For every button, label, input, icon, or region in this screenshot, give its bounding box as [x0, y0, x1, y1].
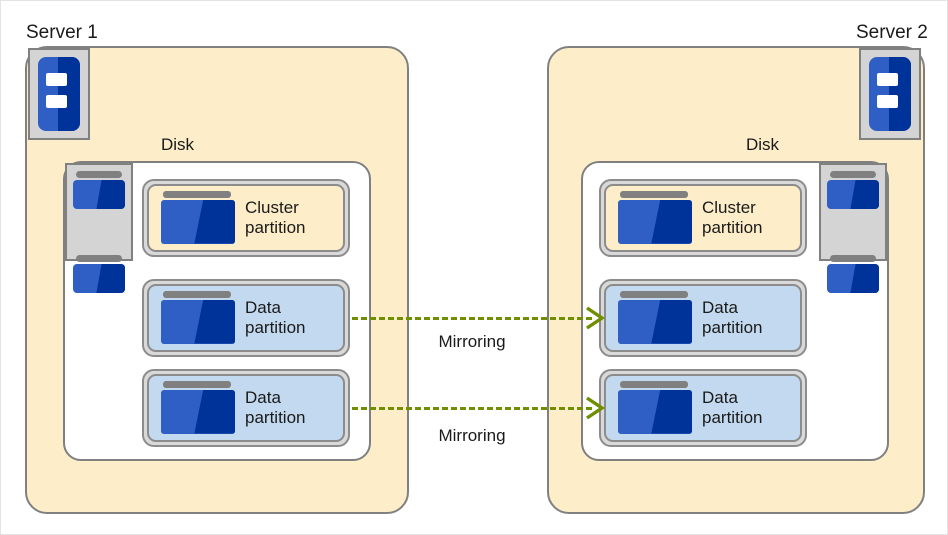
- server-1-disk-stack-icon: [65, 163, 133, 293]
- disk-unit-cap: [830, 255, 876, 262]
- partition-disk-icon: [161, 190, 235, 246]
- disk-unit-shade: [96, 180, 125, 209]
- server-2-label: Server 2: [856, 22, 928, 43]
- disk-unit-2: [827, 255, 879, 295]
- mirroring-arrowhead-2: [586, 396, 606, 420]
- partition-disk-icon: [618, 380, 692, 436]
- tower-body: [38, 57, 80, 131]
- mirroring-arrowhead-1: [586, 306, 606, 330]
- partition-label: Cluster partition: [702, 198, 763, 237]
- server-1-disk-label: Disk: [161, 135, 195, 154]
- partition-icon-shade: [651, 389, 692, 434]
- partition-icon-body: [618, 299, 692, 344]
- disk-unit-cap: [76, 255, 122, 262]
- partition-inner: Cluster partition: [147, 184, 345, 252]
- disk-unit-body: [73, 180, 125, 209]
- mirroring-line-1: [352, 317, 592, 320]
- disk-unit-cap: [76, 171, 122, 178]
- partition-icon-body: [618, 199, 692, 244]
- tower-slot-2: [876, 95, 899, 108]
- partition-disk-icon: [161, 380, 235, 436]
- server-2-partition-2[interactable]: Data partition: [599, 369, 807, 447]
- server-1-partition-2[interactable]: Data partition: [142, 369, 350, 447]
- tower-shade: [889, 57, 911, 131]
- partition-icon-cap: [163, 290, 231, 298]
- tower-slot-1: [45, 73, 68, 86]
- partition-disk-icon: [618, 290, 692, 346]
- partition-label: Cluster partition: [245, 198, 306, 237]
- disk-unit-1: [73, 171, 125, 211]
- disk-unit-shade: [850, 180, 879, 209]
- partition-icon-cap: [163, 190, 231, 198]
- partition-inner: Data partition: [604, 284, 802, 352]
- partition-icon-shade: [651, 299, 692, 344]
- partition-disk-icon: [618, 190, 692, 246]
- partition-icon-shade: [194, 299, 235, 344]
- tower-shade: [58, 57, 80, 131]
- disk-unit-body: [827, 264, 879, 293]
- partition-label: Data partition: [245, 388, 306, 427]
- server-2-partition-0[interactable]: Cluster partition: [599, 179, 807, 257]
- partition-disk-icon: [161, 290, 235, 346]
- partition-icon-cap: [620, 380, 688, 388]
- disk-unit-2: [73, 255, 125, 295]
- disk-unit-body: [827, 180, 879, 209]
- disk-unit-shade: [850, 264, 879, 293]
- server-2-partition-1[interactable]: Data partition: [599, 279, 807, 357]
- tower-slot-1: [876, 73, 899, 86]
- partition-inner: Cluster partition: [604, 184, 802, 252]
- server-1-partition-0[interactable]: Cluster partition: [142, 179, 350, 257]
- server-1-label: Server 1: [26, 22, 98, 43]
- partition-icon-shade: [651, 199, 692, 244]
- partition-icon-cap: [163, 380, 231, 388]
- disk-unit-1: [827, 171, 879, 211]
- mirroring-label-2: Mirroring: [438, 426, 506, 445]
- partition-icon-body: [618, 389, 692, 434]
- partition-icon-body: [161, 199, 235, 244]
- disk-unit-body: [73, 264, 125, 293]
- partition-label: Data partition: [702, 298, 763, 337]
- partition-icon-shade: [194, 389, 235, 434]
- partition-icon-cap: [620, 290, 688, 298]
- partition-label: Data partition: [245, 298, 306, 337]
- tower-slot-2: [45, 95, 68, 108]
- server-1-partition-1[interactable]: Data partition: [142, 279, 350, 357]
- partition-icon-cap: [620, 190, 688, 198]
- partition-icon-body: [161, 299, 235, 344]
- mirroring-line-2: [352, 407, 592, 410]
- partition-inner: Data partition: [147, 374, 345, 442]
- partition-inner: Data partition: [604, 374, 802, 442]
- server-1-tower-icon: [28, 48, 90, 140]
- server-2-disk-stack-icon: [819, 163, 887, 293]
- partition-label: Data partition: [702, 388, 763, 427]
- server-2-tower-icon: [859, 48, 921, 140]
- server-2-disk-label: Disk: [746, 135, 780, 154]
- disk-unit-shade: [96, 264, 125, 293]
- tower-body: [869, 57, 911, 131]
- partition-icon-shade: [194, 199, 235, 244]
- partition-inner: Data partition: [147, 284, 345, 352]
- mirroring-label-1: Mirroring: [438, 332, 506, 351]
- disk-unit-cap: [830, 171, 876, 178]
- partition-icon-body: [161, 389, 235, 434]
